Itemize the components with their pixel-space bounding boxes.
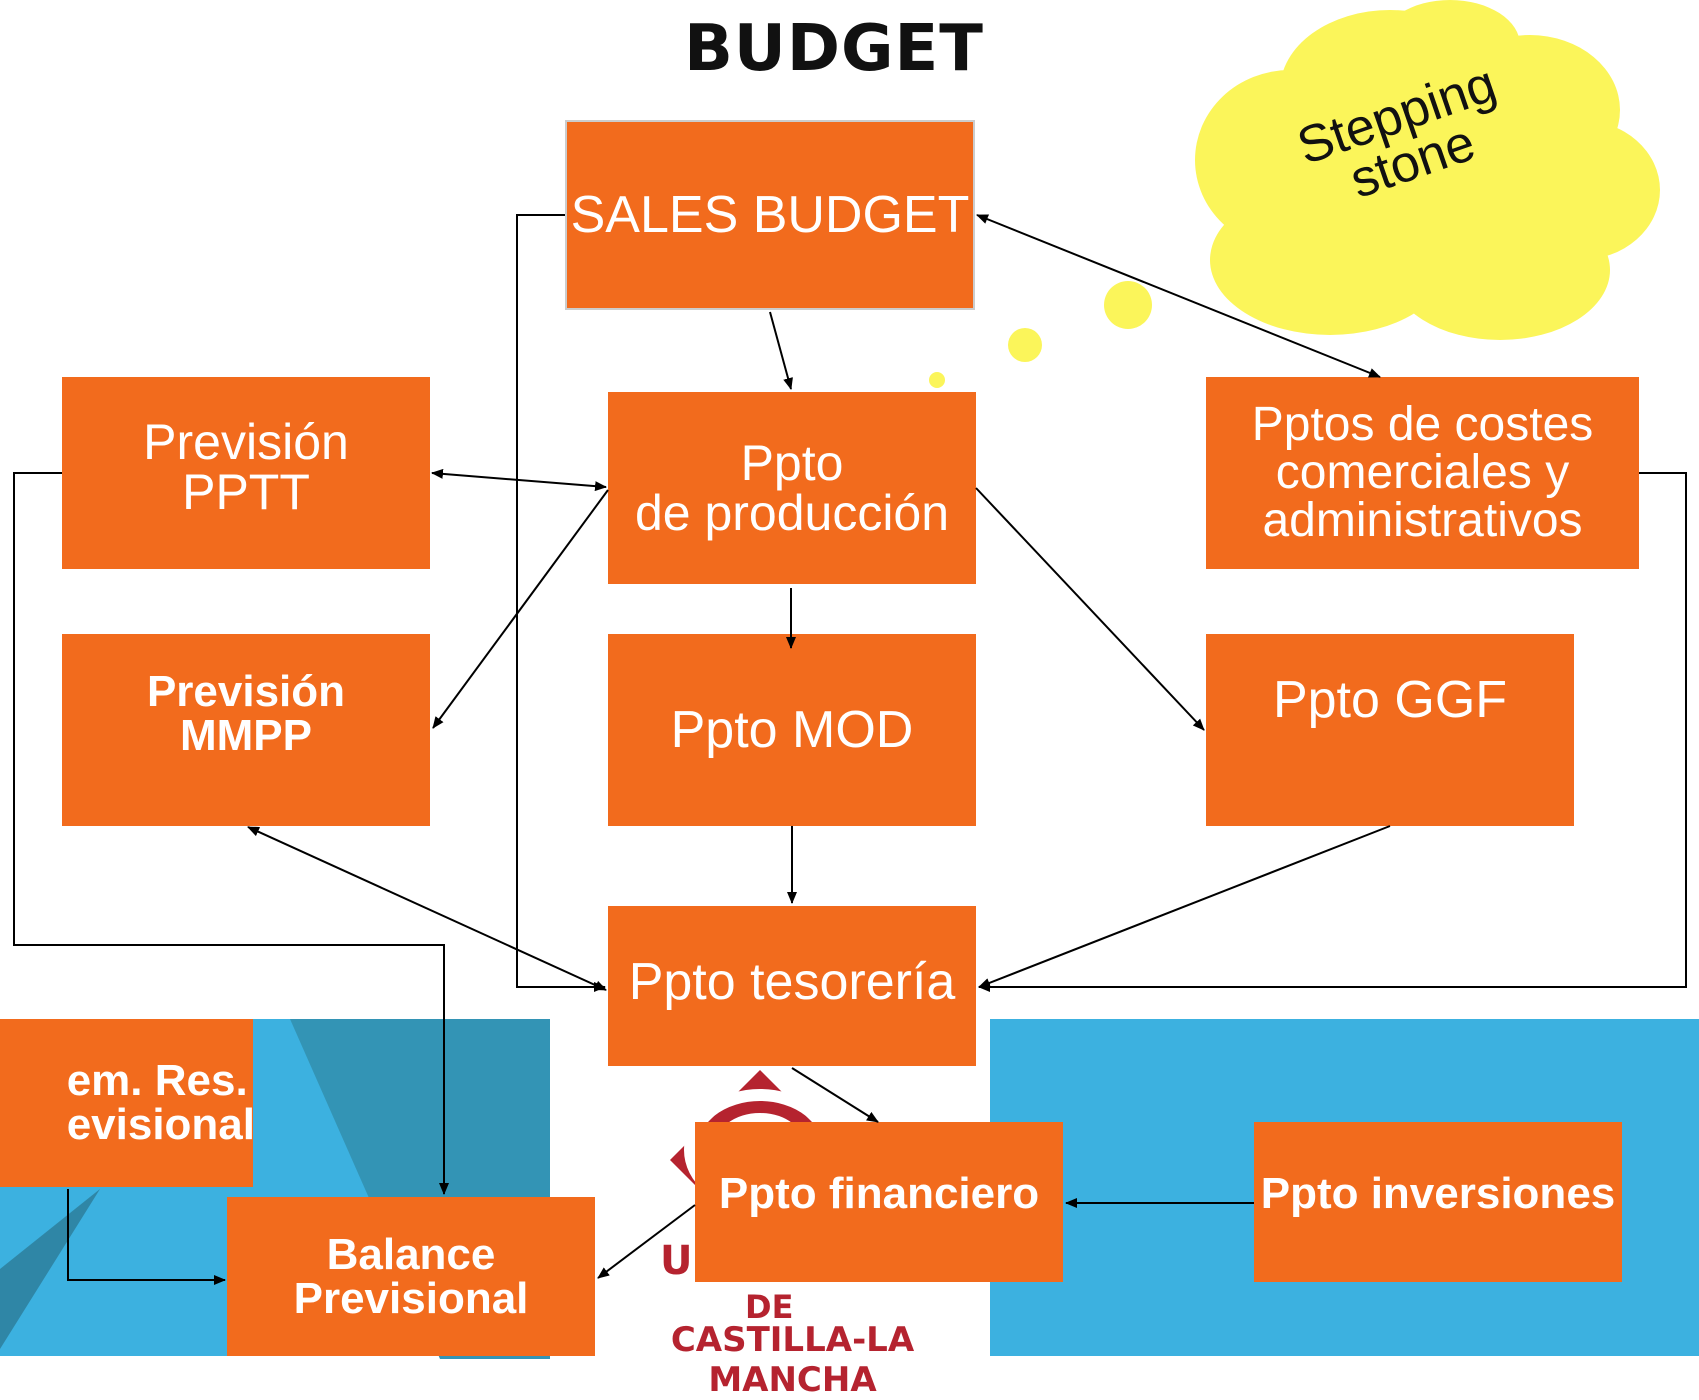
page-title: BUDGET	[684, 12, 984, 86]
ppto-tesoreria-label: Ppto tesorería	[628, 953, 956, 1011]
sales-budget-box: SALES BUDGET	[565, 120, 975, 310]
arrow-ggf-tesoreria	[978, 825, 1391, 988]
arrow-sales-costes	[976, 214, 1381, 378]
ppto-ggf-box: Ppto GGF	[1206, 634, 1574, 826]
balance-previsional-label: Balance Previsional	[293, 1229, 529, 1323]
arrow-pptt-balance	[13, 472, 449, 1195]
arrow-sales-produccion	[769, 311, 793, 390]
ppto-produccion-box: Ppto de producción	[608, 392, 976, 584]
arrow-produccion-mmpp	[432, 489, 609, 729]
prevision-mmpp-box: Previsión MMPP	[62, 634, 430, 826]
arrow-financiero-balance	[597, 1204, 696, 1279]
ppto-inversiones-label: Ppto inversiones	[1260, 1169, 1616, 1218]
ppto-produccion-label: Ppto de producción	[634, 435, 950, 541]
sales-budget-label: SALES BUDGET	[570, 186, 970, 244]
balance-previsional-box: Balance Previsional	[227, 1197, 595, 1356]
prevision-pptt-box: Previsión PPTT	[62, 377, 430, 569]
arrow-sales-tesoreria	[516, 214, 606, 992]
arrow-pptt-produccion	[431, 468, 607, 492]
ppto-mod-label: Ppto MOD	[670, 701, 914, 759]
prevision-pptt-label: Previsión PPTT	[143, 414, 349, 520]
arrow-tesoreria-mmpp	[247, 826, 607, 991]
diagram-connectors	[13, 214, 1687, 1285]
pptos-costes-label: Pptos de costes comerciales y administra…	[1251, 398, 1594, 547]
ppto-financiero-label: Ppto financiero	[718, 1169, 1040, 1218]
arrow-produccion-ggf	[975, 487, 1205, 731]
logo-text-de: DE	[745, 1288, 794, 1326]
ppto-inversiones-box: Ppto inversiones	[1254, 1122, 1622, 1282]
ppto-ggf-label: Ppto GGF	[1272, 671, 1508, 729]
estado-resultados-label: em. Res. evisional	[66, 1056, 255, 1149]
ppto-mod-box: Ppto MOD	[608, 634, 976, 826]
arrow-tesoreria-financiero	[791, 1067, 879, 1123]
estado-resultados-box: em. Res. evisional	[0, 1019, 255, 1187]
pptos-costes-box: Pptos de costes comerciales y administra…	[1206, 377, 1639, 569]
prevision-mmpp-label: Previsión MMPP	[146, 667, 346, 760]
ppto-financiero-box: Ppto financiero	[695, 1122, 1063, 1282]
arrow-costes-tesoreria	[978, 472, 1687, 992]
arrow-estres-balance	[67, 1189, 226, 1285]
ppto-tesoreria-box: Ppto tesorería	[608, 906, 976, 1066]
